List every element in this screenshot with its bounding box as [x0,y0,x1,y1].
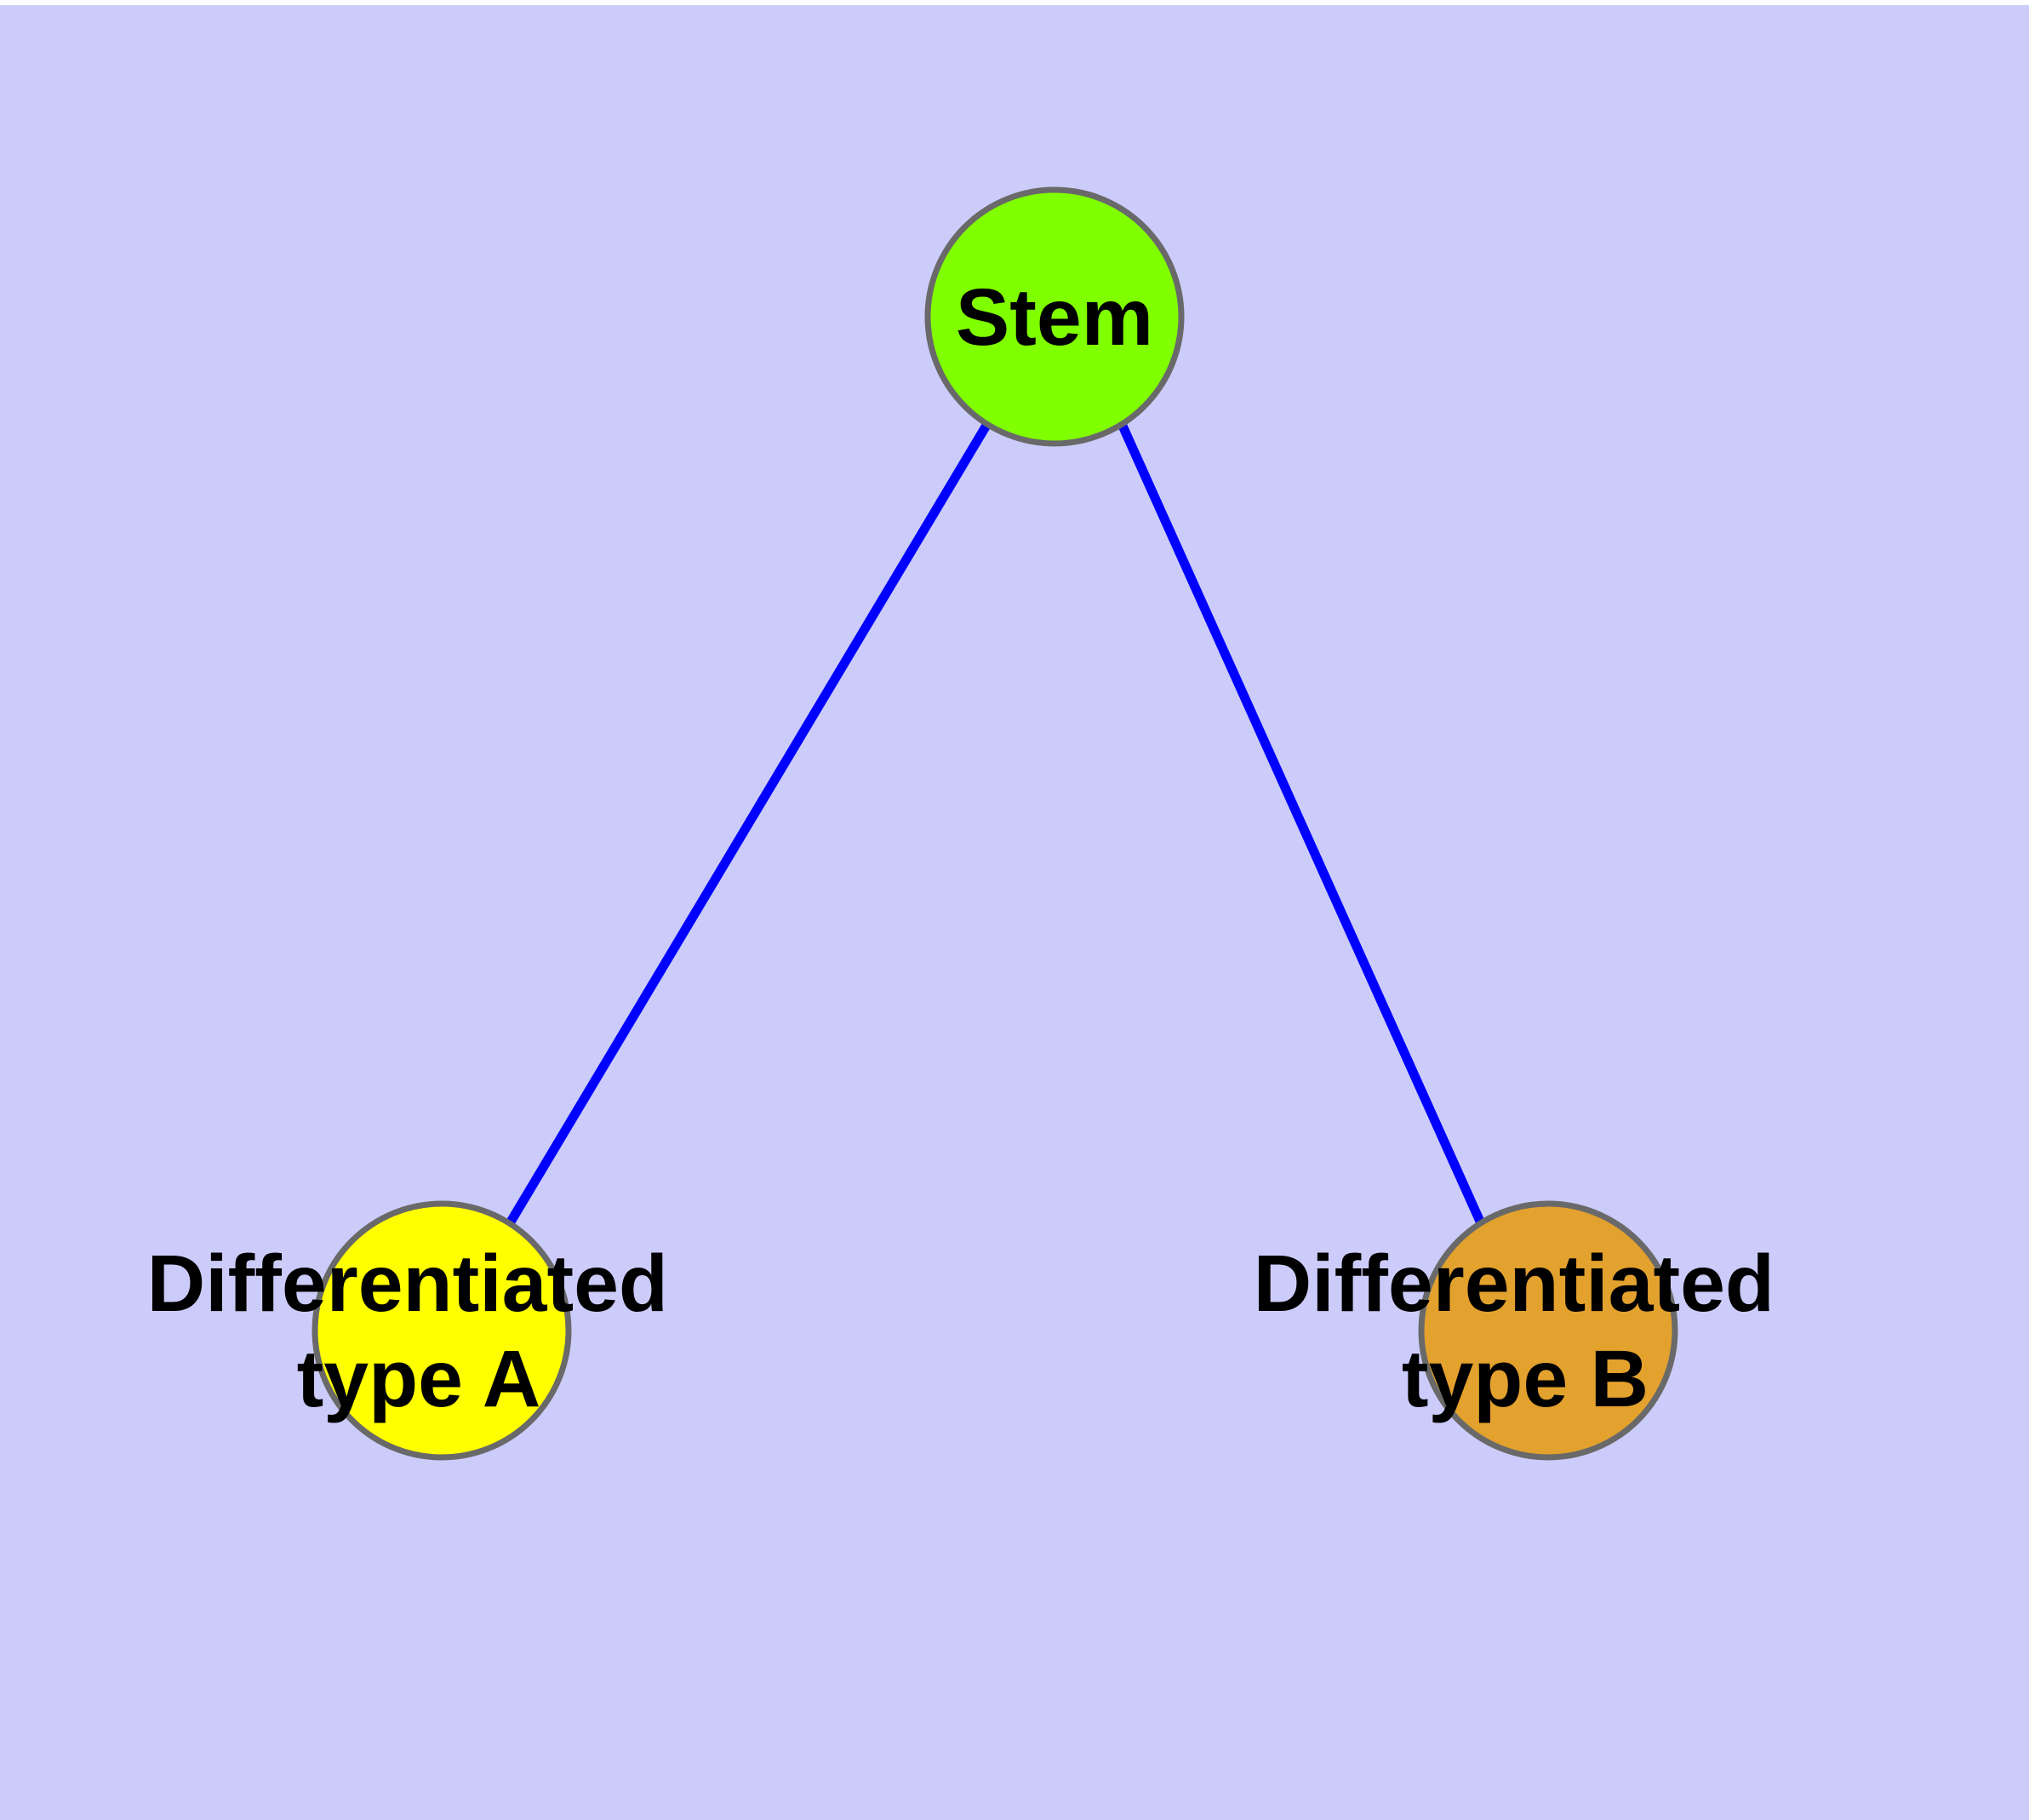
node-layer [311,186,1678,1461]
node-differentiated-type-a-label-line2: type A [297,1334,541,1424]
node-stem-label: Stem [956,272,1153,363]
edge-layer [506,421,1486,1226]
node-differentiated-type-b-label: Differentiated type B [1254,1239,1798,1424]
node-differentiated-type-b-label-line2: type B [1402,1334,1649,1424]
node-stem[interactable] [924,186,1185,447]
edge-stem-to-differentiated-type-a[interactable] [506,421,992,1226]
node-differentiated-type-a[interactable] [311,1200,572,1461]
node-differentiated-type-b[interactable] [1418,1200,1678,1461]
edge-stem-to-differentiated-type-b[interactable] [1117,421,1486,1226]
node-differentiated-type-a-label: Differentiated type A [147,1239,691,1424]
node-stem-label-line1: Stem [956,272,1153,363]
label-layer: Stem Differentiated type A Differentiate… [147,272,1798,1424]
node-differentiated-type-a-label-line1: Differentiated [147,1239,668,1329]
node-differentiated-type-b-label-line1: Differentiated [1254,1239,1775,1329]
